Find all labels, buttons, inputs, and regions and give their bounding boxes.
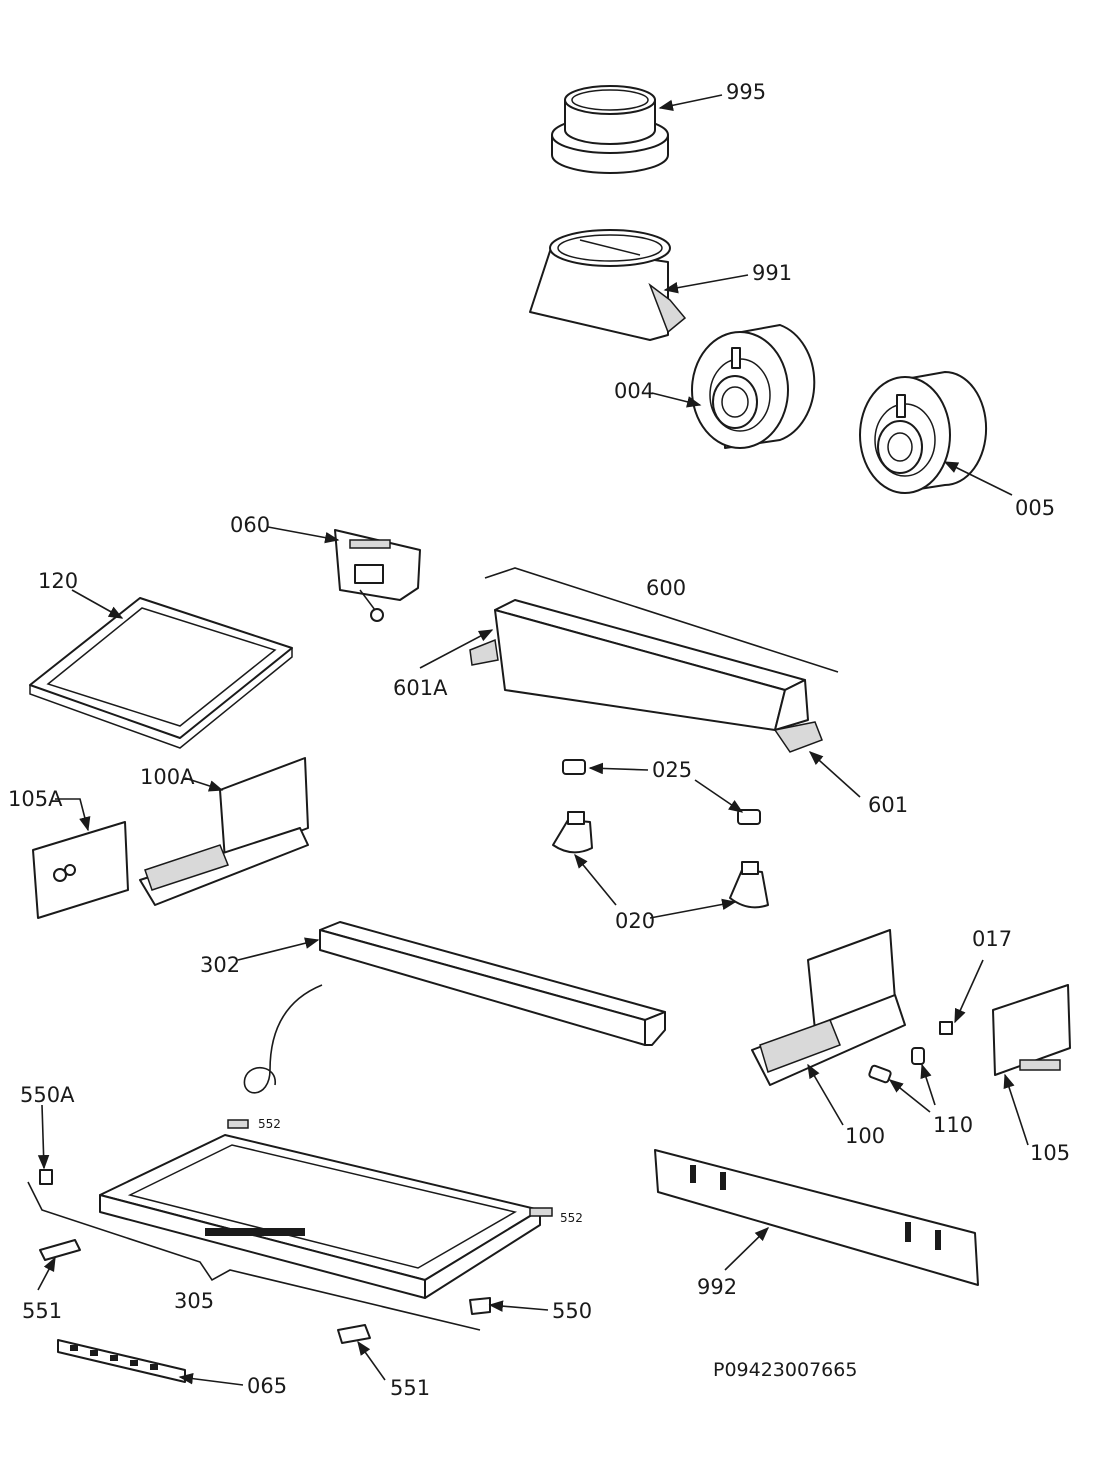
part-991-duct xyxy=(529,229,687,341)
part-105-board xyxy=(992,984,1071,1076)
part-005-fan xyxy=(859,371,988,494)
part-992-back-panel xyxy=(654,1149,979,1286)
part-550A-clip xyxy=(39,1169,53,1185)
cable-loop xyxy=(243,984,323,1094)
part-105A-board xyxy=(32,821,129,919)
label-302: 302 xyxy=(200,953,240,977)
callout-labels: 995 991 004 005 060 120 600 601A 601 025… xyxy=(8,80,1070,1400)
label-065: 065 xyxy=(247,1374,287,1398)
label-105: 105 xyxy=(1030,1141,1070,1165)
label-005: 005 xyxy=(1015,496,1055,520)
label-601: 601 xyxy=(868,793,908,817)
label-105A: 105A xyxy=(8,787,63,811)
part-995-adapter-ring xyxy=(551,85,669,174)
part-100A-bracket xyxy=(139,757,309,906)
label-060: 060 xyxy=(230,513,270,537)
label-110: 110 xyxy=(933,1113,973,1137)
label-551-left: 551 xyxy=(22,1299,62,1323)
label-601A: 601A xyxy=(393,676,448,700)
label-100: 100 xyxy=(845,1124,885,1148)
leader-lines xyxy=(37,94,1029,1386)
label-550A: 550A xyxy=(20,1083,75,1107)
label-991: 991 xyxy=(752,261,792,285)
label-551-bottom: 551 xyxy=(390,1376,430,1400)
label-025: 025 xyxy=(652,758,692,782)
label-992: 992 xyxy=(697,1275,737,1299)
label-552-right: 552 xyxy=(560,1211,583,1225)
part-065-keypad xyxy=(57,1339,186,1383)
part-305-base-panel xyxy=(27,1134,541,1331)
part-120-frame xyxy=(29,597,293,749)
part-025-lamp-holders xyxy=(562,759,761,825)
label-552-top: 552 xyxy=(258,1117,281,1131)
label-120: 120 xyxy=(38,569,78,593)
label-004: 004 xyxy=(614,379,654,403)
part-004-fan xyxy=(691,324,816,449)
part-060-control-board xyxy=(334,529,421,622)
part-017-clip xyxy=(939,1021,953,1035)
part-600-lamp-housing xyxy=(469,567,839,753)
label-550: 550 xyxy=(552,1299,592,1323)
label-017: 017 xyxy=(972,927,1012,951)
document-id: P09423007665 xyxy=(713,1359,857,1381)
part-551-clip-bottom xyxy=(337,1324,371,1344)
part-552-clip-right xyxy=(529,1207,553,1217)
part-552-clip-top xyxy=(227,1119,249,1129)
part-110-spacer-b xyxy=(911,1047,925,1065)
part-100-housing xyxy=(751,929,906,1086)
part-110-spacer-a xyxy=(868,1064,892,1084)
label-995: 995 xyxy=(726,80,766,104)
label-020: 020 xyxy=(615,909,655,933)
label-100A: 100A xyxy=(140,765,195,789)
label-600: 600 xyxy=(646,576,686,600)
part-551-clip-left xyxy=(39,1239,81,1261)
label-305: 305 xyxy=(174,1289,214,1313)
part-550-clip xyxy=(469,1297,491,1315)
part-020-halogen-lamps xyxy=(552,811,769,909)
part-302-rail xyxy=(319,921,666,1046)
